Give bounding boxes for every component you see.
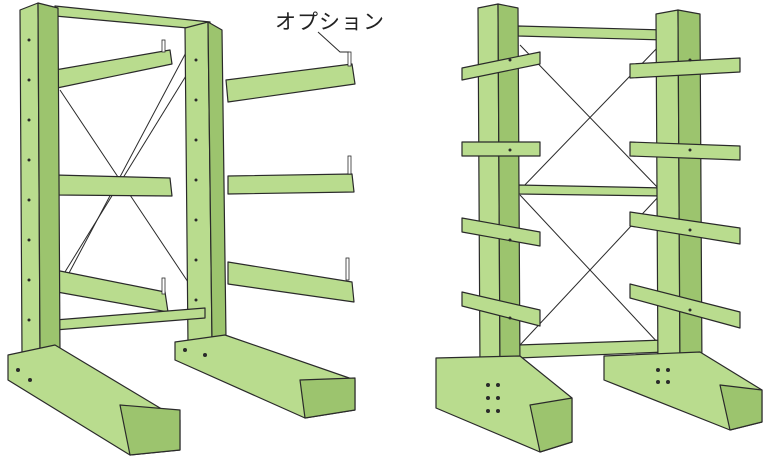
option-callout-label: オプション [275, 10, 385, 34]
option-leader-line [317, 31, 349, 53]
left-rack [7, 2, 356, 456]
option-pin [347, 51, 352, 67]
right-rack-left-column [477, 3, 501, 373]
left-rack-front-column [19, 2, 41, 356]
right-rack [435, 3, 763, 453]
left-rack-rear-column [184, 21, 213, 346]
